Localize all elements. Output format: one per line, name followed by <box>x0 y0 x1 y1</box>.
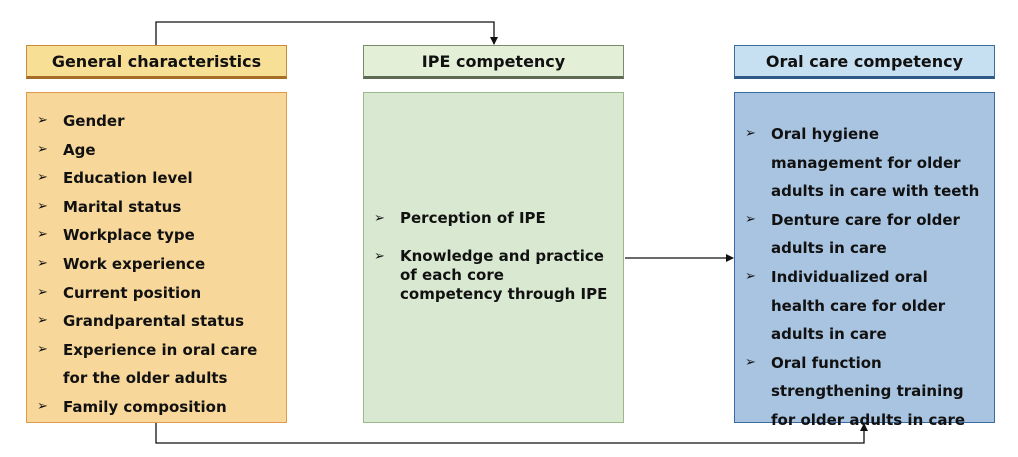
list-item: ➢Knowledge and practice of each core com… <box>374 247 608 303</box>
arrow-bullet-icon: ➢ <box>37 113 48 128</box>
ipe-competency-title: IPE competency <box>421 51 566 71</box>
oral-care-competency-header: Oral care competency <box>734 45 995 79</box>
arrow-bullet-icon: ➢ <box>745 354 756 370</box>
general-characteristics-header: General characteristics <box>26 45 287 79</box>
general-characteristics-list: ➢Gender ➢Age ➢Education level ➢Marital s… <box>27 107 286 422</box>
arrow-general-to-oral <box>155 423 868 444</box>
ipe-competency-list: ➢Perception of IPE ➢Knowledge and practi… <box>364 209 623 323</box>
arrow-bullet-icon: ➢ <box>37 341 48 357</box>
general-characteristics-title: General characteristics <box>51 51 262 71</box>
list-item: ➢Education level <box>27 164 286 193</box>
arrow-bullet-icon: ➢ <box>37 141 48 157</box>
general-characteristics-box: ➢Gender ➢Age ➢Education level ➢Marital s… <box>26 92 287 423</box>
oral-care-competency-list: ➢Oral hygiene management for older adult… <box>735 120 994 435</box>
list-item: ➢Denture care for older adults in care <box>735 206 994 263</box>
list-item: ➢Marital status <box>27 193 286 222</box>
list-item: ➢Gender <box>27 107 286 136</box>
list-item: ➢Age <box>27 136 286 165</box>
arrow-bullet-icon: ➢ <box>745 126 756 141</box>
arrow-bullet-icon: ➢ <box>374 211 385 226</box>
list-item: ➢Perception of IPE <box>374 209 546 227</box>
arrow-bullet-icon: ➢ <box>37 255 48 271</box>
arrow-bullet-icon: ➢ <box>745 268 756 284</box>
arrow-bullet-icon: ➢ <box>37 398 48 414</box>
arrow-general-to-ipe <box>155 21 498 45</box>
oral-care-competency-box: ➢Oral hygiene management for older adult… <box>734 92 995 429</box>
list-item: ➢Oral hygiene management for older adult… <box>735 120 994 206</box>
arrow-bullet-icon: ➢ <box>37 284 48 300</box>
arrow-bullet-icon: ➢ <box>37 313 48 329</box>
list-item: ➢Workplace type <box>27 221 286 250</box>
ipe-competency-header: IPE competency <box>363 45 624 79</box>
arrow-bullet-icon: ➢ <box>745 211 756 227</box>
arrow-bullet-icon: ➢ <box>37 170 48 186</box>
list-item: ➢Experience in oral care for the older a… <box>27 336 286 393</box>
list-item: ➢Oral function strengthening training fo… <box>735 349 994 435</box>
arrow-bullet-icon: ➢ <box>37 198 48 214</box>
arrow-bullet-icon: ➢ <box>374 249 385 264</box>
list-item: ➢Family composition <box>27 393 286 422</box>
list-item: ➢Individualized oral health care for old… <box>735 263 994 349</box>
arrow-bullet-icon: ➢ <box>37 227 48 243</box>
list-item: ➢Current position <box>27 279 286 308</box>
list-item: ➢Work experience <box>27 250 286 279</box>
list-item: ➢Grandparental status <box>27 307 286 336</box>
ipe-competency-box: ➢Perception of IPE ➢Knowledge and practi… <box>363 92 624 423</box>
oral-care-competency-title: Oral care competency <box>765 51 964 71</box>
